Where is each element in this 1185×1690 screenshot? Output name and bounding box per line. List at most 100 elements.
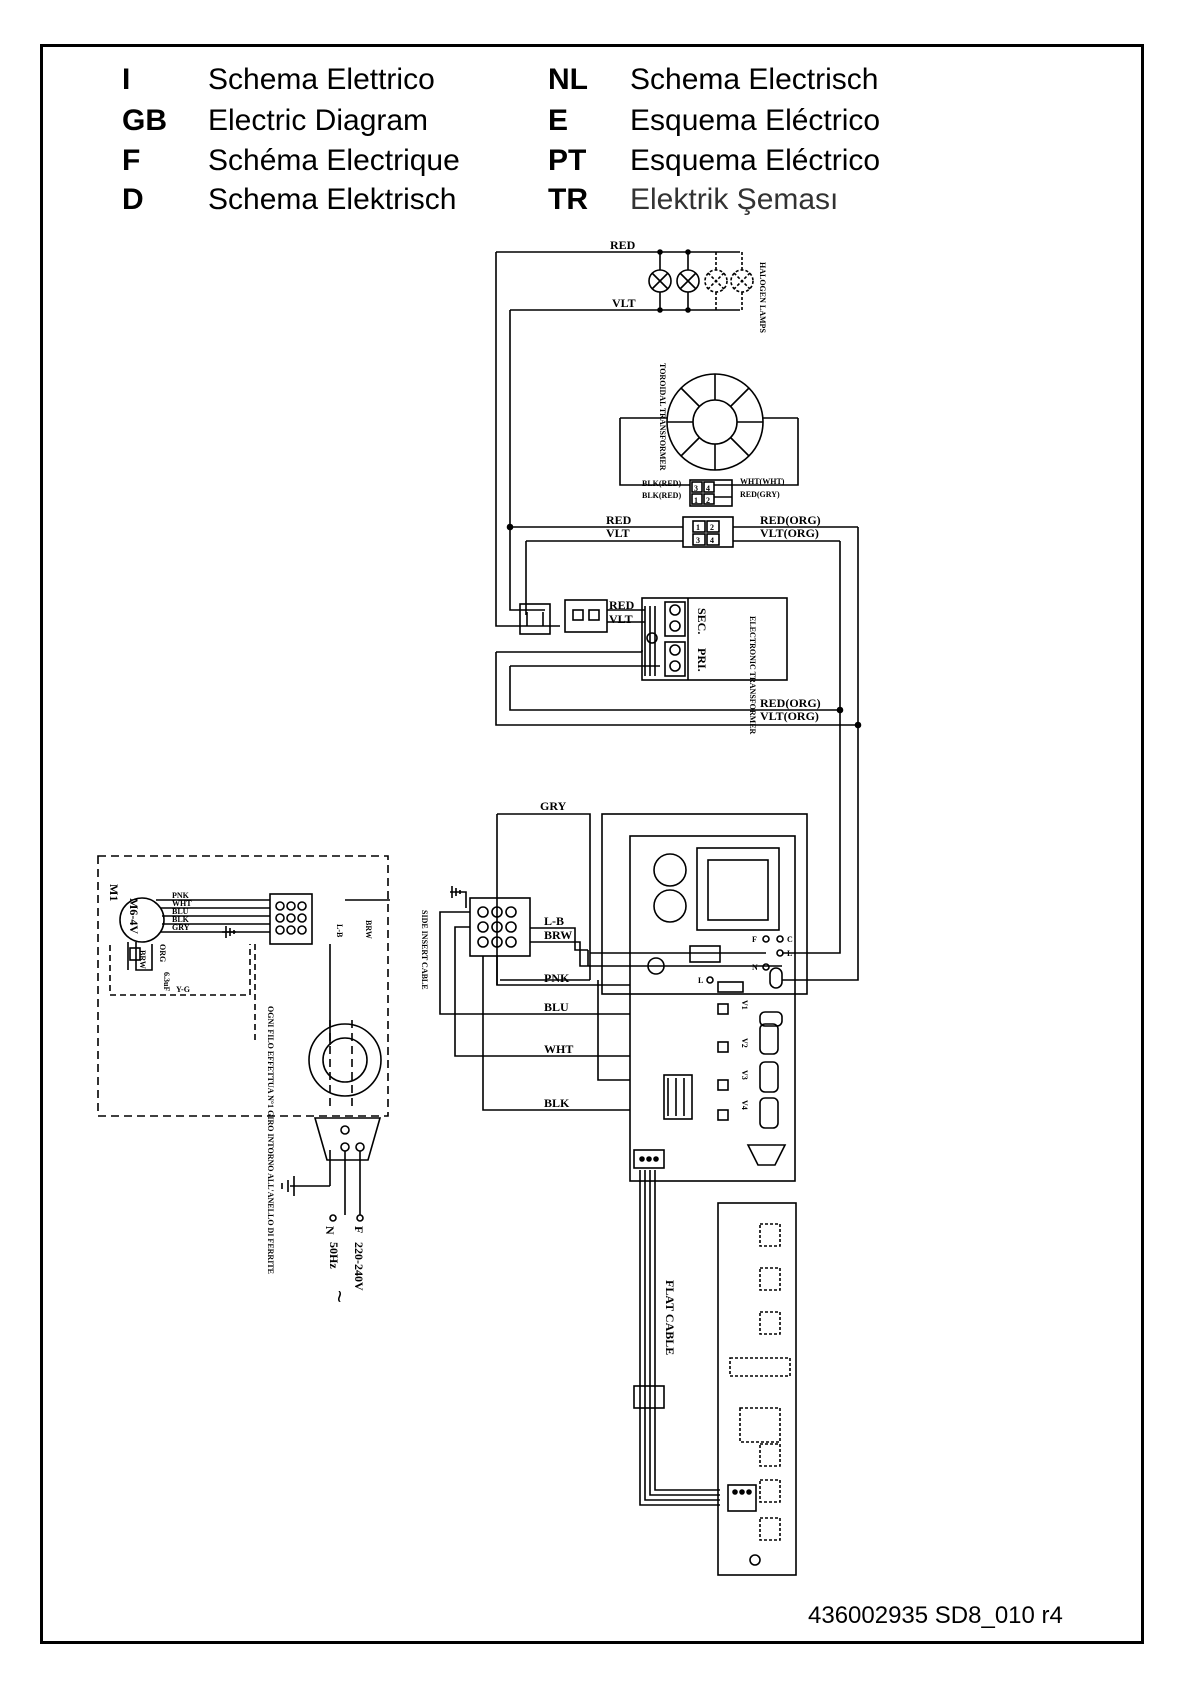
side-insert-connector: SIDE INSERT CABLE L-B BRW PNK BLU WHT BL… bbox=[420, 886, 782, 1111]
legend-code: I bbox=[122, 63, 131, 96]
primary-label: PRI. bbox=[695, 648, 709, 672]
legend-text: Esquema Eléctrico bbox=[630, 144, 881, 177]
svg-text:1: 1 bbox=[696, 523, 700, 532]
wire-label: VLT bbox=[612, 296, 636, 310]
wire-label: BRW bbox=[138, 950, 147, 969]
wire-label: GRY bbox=[172, 923, 190, 932]
wire-label: BRW bbox=[544, 928, 572, 942]
wire-label: VLT bbox=[609, 612, 633, 626]
legend-code: E bbox=[548, 104, 569, 137]
diagram-frame bbox=[40, 44, 1144, 1644]
wire-label: GRY bbox=[540, 799, 567, 813]
wire-label: RED(ORG) bbox=[760, 696, 821, 710]
wire-label: BRW bbox=[364, 920, 373, 939]
flat-cable: FLAT CABLE bbox=[633, 1170, 720, 1506]
terminal-label: N bbox=[752, 963, 758, 972]
wire-label: RED(ORG) bbox=[760, 513, 821, 527]
secondary-label: SEC. bbox=[695, 608, 709, 634]
relay-label: V4 bbox=[740, 1100, 749, 1110]
wire-label: RED bbox=[609, 598, 635, 612]
electronic-transformer: RED VLT SEC. PRI. ELECTRONIC TRANSFORMER… bbox=[495, 527, 862, 735]
supply-phase-label: F bbox=[352, 1226, 366, 1233]
halogen-lamps: RED VLT HALOGEN LAMPS bbox=[495, 238, 767, 627]
relay-label: V3 bbox=[740, 1070, 749, 1080]
halogen-lamps-label: HALOGEN LAMPS bbox=[758, 262, 767, 333]
terminal-label: L bbox=[787, 949, 792, 958]
wire-label: BLK(RED) bbox=[642, 479, 681, 488]
display-board bbox=[717, 1202, 797, 1576]
legend-code: TR bbox=[548, 183, 588, 216]
legend-text: Esquema Eléctrico bbox=[630, 104, 881, 137]
legend-text: Schema Elektrisch bbox=[208, 183, 457, 216]
terminal-label: F bbox=[752, 935, 757, 944]
wire-label: Y-G bbox=[176, 985, 190, 994]
relay: V3 bbox=[717, 1061, 779, 1093]
wire-label: L-B bbox=[544, 914, 564, 928]
motor-type-label: M6-4V bbox=[127, 898, 141, 934]
legend-text: Electric Diagram bbox=[208, 104, 429, 137]
supply-frequency-label: 50Hz bbox=[327, 1242, 341, 1269]
halogen-lamp bbox=[704, 252, 728, 310]
terminal-label: C bbox=[787, 935, 793, 944]
legend-code: F bbox=[122, 144, 141, 177]
supply-neutral-label: N bbox=[323, 1226, 337, 1235]
legend-text: Schéma Electrique bbox=[208, 144, 460, 177]
control-board: F N C L L V1 V2 V3 V4 bbox=[601, 813, 808, 1182]
wire-label: VLT(ORG) bbox=[760, 709, 819, 723]
wire-label: RED bbox=[606, 513, 632, 527]
legend-code: PT bbox=[548, 144, 587, 177]
wire-label: ORG bbox=[158, 944, 167, 962]
supply-voltage-label: 220-240V bbox=[352, 1242, 366, 1291]
toroidal-transformer-label: TOROIDAL TRANSFORMER bbox=[658, 363, 667, 471]
svg-text:4: 4 bbox=[710, 536, 714, 545]
wire-label: BLK(RED) bbox=[642, 491, 681, 500]
electronic-transformer-label: ELECTRONIC TRANSFORMER bbox=[748, 616, 757, 735]
side-insert-cable-label: SIDE INSERT CABLE bbox=[420, 910, 429, 990]
halogen-lamp bbox=[676, 252, 700, 310]
wire-label: BLU bbox=[544, 1000, 569, 1014]
wire-label: VLT bbox=[606, 526, 630, 540]
svg-text:4: 4 bbox=[706, 484, 710, 493]
legend-code: GB bbox=[122, 104, 167, 137]
legend-code: NL bbox=[548, 63, 588, 96]
wire-label: BLK bbox=[172, 915, 190, 924]
capacitor-label: 6.3uF bbox=[162, 972, 171, 991]
svg-text:2: 2 bbox=[710, 523, 714, 532]
halogen-lamp bbox=[730, 252, 754, 310]
relay-label: V1 bbox=[740, 1000, 749, 1010]
svg-text:3: 3 bbox=[696, 536, 700, 545]
wire-label: PNK bbox=[172, 891, 190, 900]
wire-label: WHT bbox=[544, 1042, 573, 1056]
wire-label: PNK bbox=[544, 971, 570, 985]
terminal-label: L bbox=[698, 976, 703, 985]
mains-terminal: N F 220-240V 50Hz ~ bbox=[281, 1117, 382, 1303]
wire-label: RED bbox=[610, 238, 636, 252]
supply-ac-symbol: ~ bbox=[327, 1290, 352, 1303]
wire-label: L-B bbox=[335, 924, 344, 938]
svg-text:3: 3 bbox=[694, 484, 698, 493]
wire-label: WHT(WHT) bbox=[740, 477, 785, 486]
wire-label: VLT(ORG) bbox=[760, 526, 819, 540]
motor-label: M1 bbox=[107, 884, 121, 901]
wire-label: BLU bbox=[172, 907, 189, 916]
document-id: 436002935 SD8_010 r4 bbox=[808, 1602, 1063, 1629]
wire-label: WHT bbox=[172, 899, 192, 908]
legend-text: Elektrik Şeması bbox=[630, 183, 839, 216]
legend-text: Schema Electrisch bbox=[630, 63, 879, 96]
ferrite-note: OGNI FILO EFFETTUA N°1 GIRO INTORNO ALL'… bbox=[266, 1006, 275, 1274]
flat-cable-label: FLAT CABLE bbox=[663, 1280, 677, 1355]
relay: V4 bbox=[717, 1097, 779, 1129]
wire-label: BLK bbox=[544, 1096, 570, 1110]
legend-code: D bbox=[122, 183, 144, 216]
relay-label: V2 bbox=[740, 1038, 749, 1048]
legend-text: Schema Elettrico bbox=[208, 63, 435, 96]
halogen-lamp bbox=[648, 252, 672, 310]
transformer-connector: 1 2 3 4 RED VLT RED(ORG) VLT(ORG) bbox=[506, 513, 858, 548]
motor-assembly: M6-4V M1 PNK WHT BLU BLK GRY BRW ORG 6.3… bbox=[97, 855, 390, 1274]
relay: V1 bbox=[717, 1000, 783, 1027]
relay: V2 bbox=[717, 1023, 779, 1055]
svg-text:1: 1 bbox=[694, 496, 698, 505]
svg-text:2: 2 bbox=[706, 496, 710, 505]
